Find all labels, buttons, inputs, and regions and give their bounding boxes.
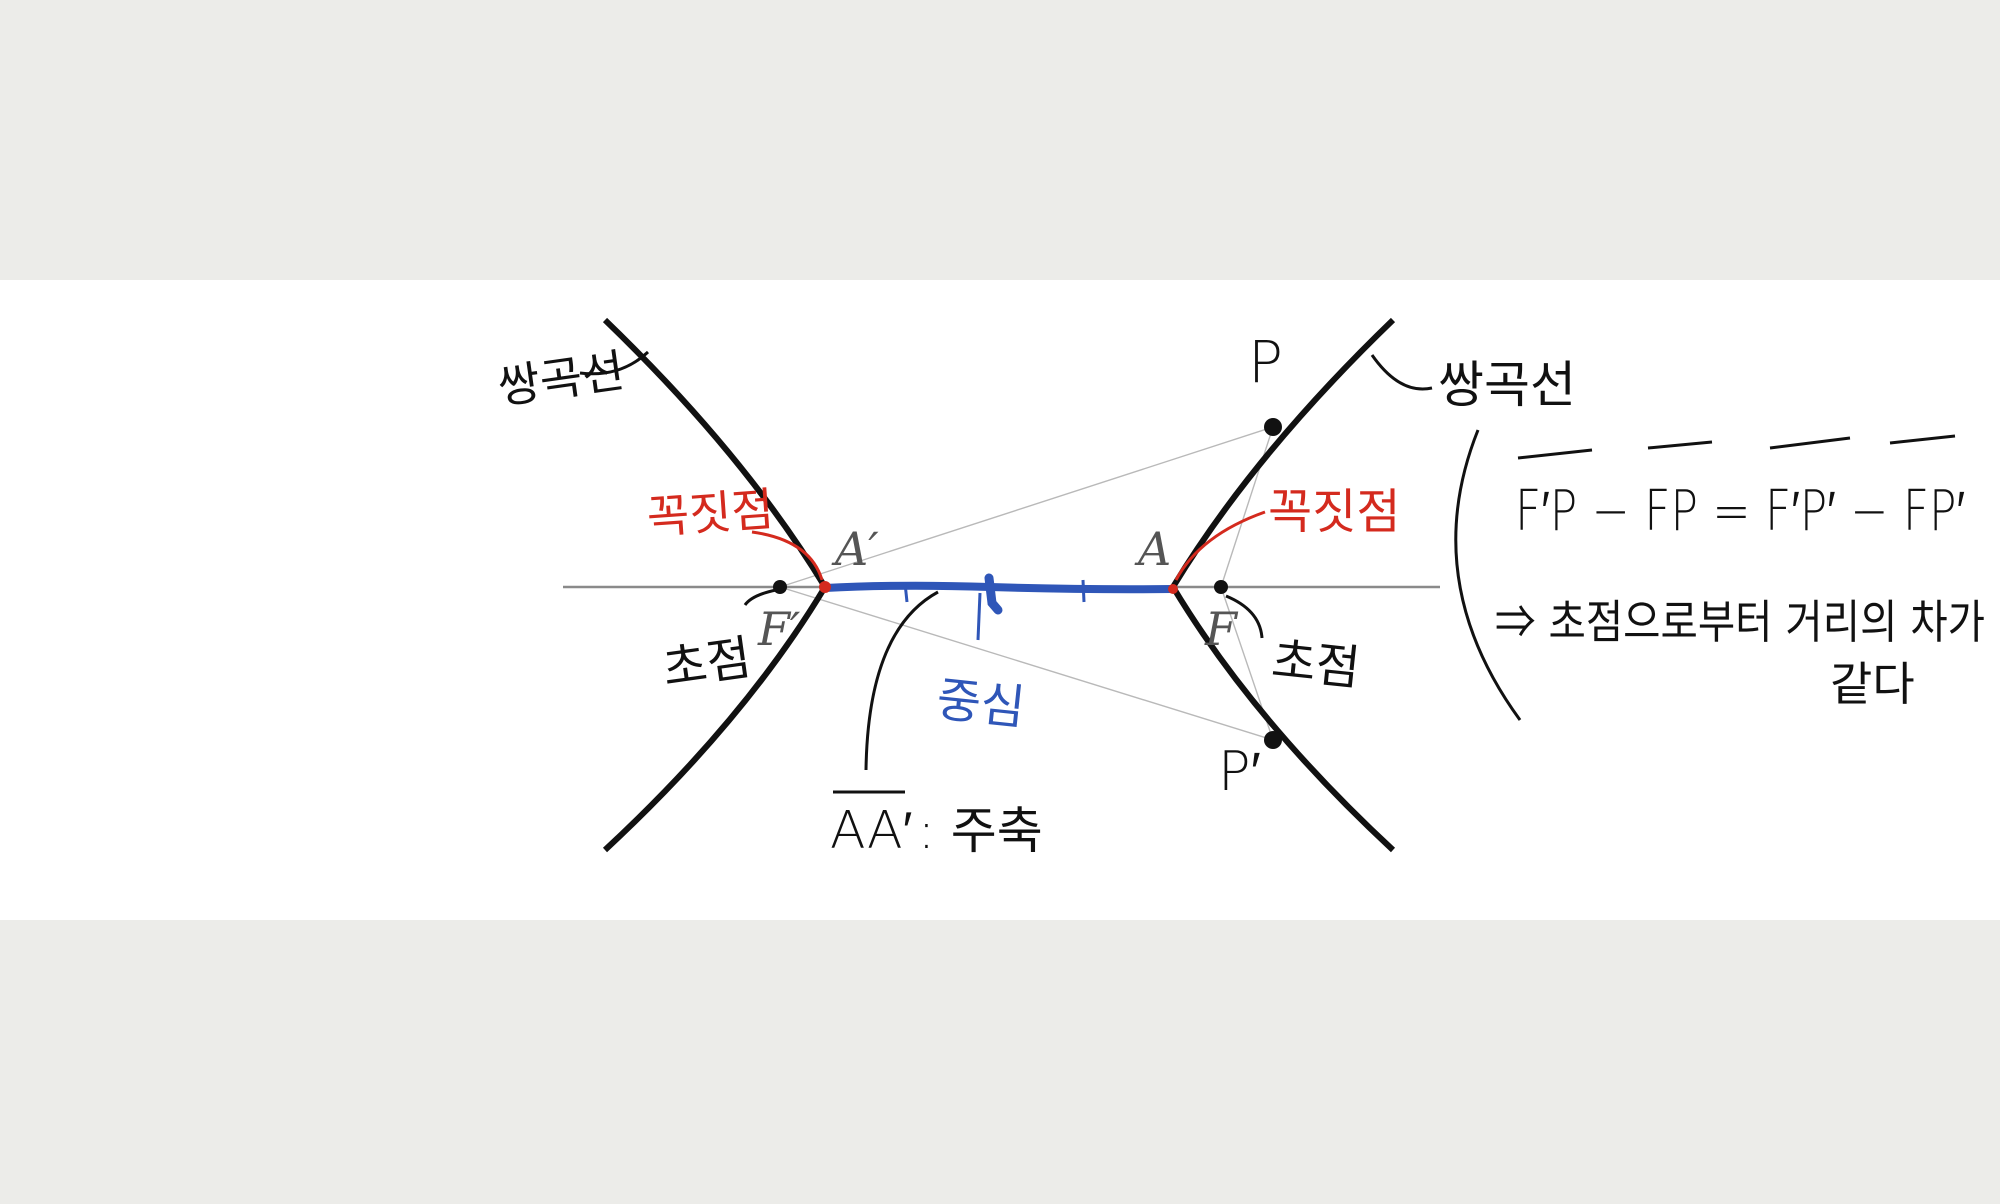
label-a: A	[1134, 522, 1171, 576]
label-p-prime: P′	[1218, 740, 1261, 803]
focus-f-dot	[1214, 580, 1228, 594]
overline-fp	[1647, 440, 1713, 450]
center-note: 중심	[934, 672, 1028, 737]
label-f-prime: F′	[757, 602, 801, 656]
major-axis-note: : 주축	[918, 802, 1043, 860]
right-vertex-leader	[1174, 510, 1266, 581]
left-vertex-leader	[751, 530, 824, 581]
point-p-prime-dot	[1264, 731, 1282, 749]
formula-overlines	[1517, 434, 1956, 460]
overline-f-prime-p-prime	[1769, 436, 1851, 450]
left-branch-leader	[579, 350, 650, 376]
right-focus-note: 초점	[1269, 632, 1363, 697]
formula-bracket	[1454, 429, 1522, 721]
right-branch-leader	[1370, 354, 1433, 391]
vertex-a-prime-dot	[819, 581, 831, 593]
vertex-a-dot	[1168, 584, 1178, 594]
left-focus-leader	[743, 588, 777, 606]
point-p-dot	[1264, 418, 1282, 436]
right-vertex-note: 꼭짓점	[1268, 484, 1400, 540]
right-branch-note: 쌍곡선	[1438, 356, 1576, 414]
major-axis-segment	[821, 581, 1177, 594]
major-axis-segment-label: AA′	[830, 801, 912, 861]
formula-explanation-line1: ⇒ 초점으로부터 거리의 차가	[1495, 595, 1985, 649]
formula-explanation-line2: 같다	[1830, 657, 1915, 711]
left-vertex-note: 꼭짓점	[645, 482, 775, 545]
center-point	[984, 573, 1003, 615]
tick-mark	[903, 582, 909, 603]
overline-f-prime-p	[1517, 448, 1593, 460]
label-f: F	[1204, 602, 1239, 656]
guide-f-to-p	[1220, 426, 1274, 588]
focus-f-prime-dot	[773, 580, 787, 594]
center-leader	[976, 592, 982, 641]
major-axis-ticks	[903, 579, 1086, 603]
distance-guides	[779, 426, 1274, 741]
major-axis-leader	[864, 590, 939, 771]
right-focus-leader	[1225, 594, 1264, 639]
guide-f-prime-to-p	[779, 426, 1274, 588]
white-panel	[0, 280, 2000, 920]
guide-f-prime-to-p-prime	[779, 586, 1274, 741]
label-p: P	[1248, 328, 1283, 396]
left-focus-note: 초점	[659, 630, 754, 698]
formula-equation: F′P − FP = F′P′ − FP′	[1515, 479, 1965, 544]
label-a-prime: A′	[831, 522, 879, 576]
overline-fp-prime	[1889, 434, 1956, 445]
tick-mark	[1081, 579, 1086, 603]
